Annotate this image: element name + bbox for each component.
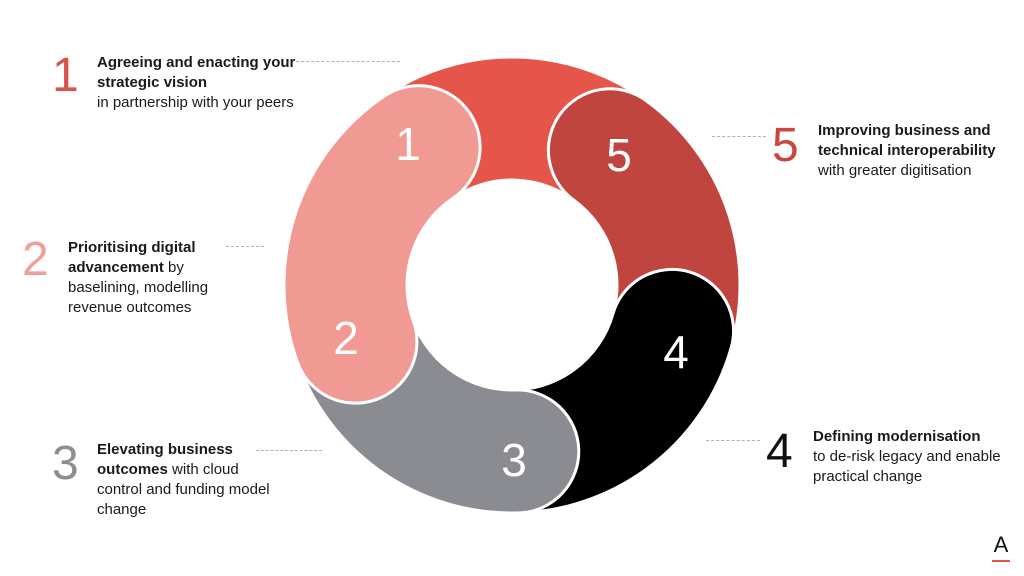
step-4-connector	[706, 440, 760, 441]
ring-segment-2	[282, 84, 482, 405]
step-5-number: 5	[772, 119, 799, 172]
step-3-bold: Elevating business outcomes	[97, 441, 233, 478]
step-2-bold: Prioritising digital advancement	[68, 239, 196, 276]
step-2-connector	[226, 246, 264, 247]
segment-number-1: 1	[395, 118, 421, 170]
step-1-number: 1	[52, 49, 79, 102]
step-1-label: Agreeing and enacting your strategic vis…	[97, 53, 297, 113]
step-2-label: Prioritising digital advancement by base…	[68, 238, 243, 318]
step-4-number: 4	[766, 425, 793, 478]
ring-numbers: 1 2 3 4 5	[333, 118, 689, 486]
logo-underline	[992, 560, 1010, 562]
a-logo-icon: A	[993, 532, 1009, 557]
step-4-label: Defining modernisation to de-risk legacy…	[813, 427, 1013, 487]
step-5-connector	[712, 136, 766, 137]
step-3-number: 3	[52, 437, 79, 490]
step-4-bold: Defining modernisation	[813, 428, 981, 445]
step-5-label: Improving business and technical interop…	[818, 121, 1013, 181]
segment-number-2: 2	[333, 312, 359, 364]
step-2-number: 2	[22, 233, 49, 286]
segment-number-5: 5	[606, 129, 632, 181]
ring-center-hole	[407, 180, 617, 390]
step-3-connector	[256, 450, 322, 451]
segment-number-3: 3	[501, 434, 527, 486]
step-1-connector	[296, 61, 400, 62]
step-3-label: Elevating business outcomes with cloud c…	[97, 440, 287, 520]
step-1-bold: Agreeing and enacting your strategic vis…	[97, 54, 296, 91]
step-3-text: with cloud control and funding model cha…	[97, 461, 270, 518]
ring-segments	[282, 55, 742, 515]
step-1-text: in partnership with your peers	[97, 94, 294, 111]
step-5-text: with greater digitisation	[818, 162, 972, 179]
step-4-text: to de-risk legacy and enable practical c…	[813, 448, 1001, 485]
segment-number-4: 4	[663, 326, 689, 378]
step-5-bold: Improving business and technical interop…	[818, 122, 996, 159]
step-2-text: by baselining, modelling revenue outcome…	[68, 259, 209, 316]
